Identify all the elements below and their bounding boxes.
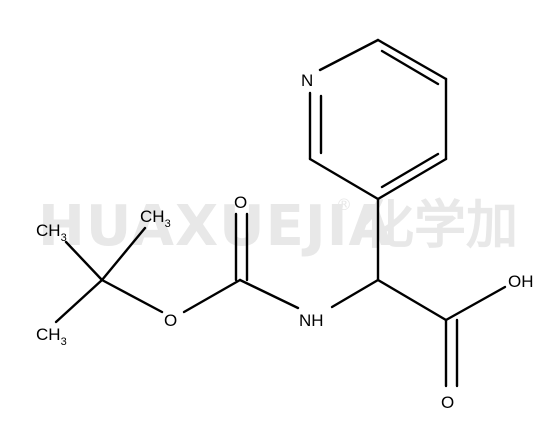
watermark: HUAXUEJIA ® 化学加	[38, 194, 518, 259]
atom-carbonyl-oxygen: O	[234, 193, 247, 212]
watermark-latin-text: HUAXUEJIA	[38, 194, 393, 259]
atom-pyridine-nitrogen: N	[301, 71, 313, 90]
bond-carbamate-to-ester-o	[182, 278, 242, 314]
methyl-left-subscript: 3	[61, 232, 67, 244]
methyl-bottom-base: CH	[36, 325, 61, 344]
watermark-cjk-text: 化学加	[362, 196, 518, 256]
bond-ring-n-c2	[318, 38, 380, 72]
atom-ester-oxygen: O	[164, 311, 177, 330]
atom-amide-nh: NH	[299, 311, 324, 330]
methyl-left-base: CH	[36, 221, 61, 240]
bond-ring-c4-c5-inner	[380, 152, 440, 189]
atom-methyl-bottom: CH3	[36, 325, 67, 348]
methyl-top-subscript: 3	[165, 218, 171, 230]
methyl-bottom-subscript: 3	[61, 336, 67, 348]
bond-nh-to-carbamate-carbon	[238, 278, 300, 310]
atom-labels: N O O NH OH O CH3 CH3 CH3	[36, 71, 534, 412]
atom-carboxyl-oxygen: O	[441, 393, 454, 412]
atom-methyl-left: CH3	[36, 221, 67, 244]
methyl-top-base: CH	[140, 207, 165, 226]
watermark-registered-mark: ®	[336, 195, 352, 214]
atom-carboxyl-oh: OH	[508, 272, 534, 291]
bond-ring-c5-c6	[308, 157, 380, 201]
bond-ester-o-to-quaternary-carbon	[100, 278, 164, 314]
bond-alpha-to-nh	[330, 278, 380, 309]
bond-ring-c2-c3-inner	[380, 49, 440, 86]
bond-carboxyl-to-oh	[444, 285, 507, 322]
bond-lines	[54, 38, 507, 388]
atom-methyl-top: CH3	[140, 207, 171, 230]
bond-quaternary-to-ch3-left	[64, 240, 104, 282]
bond-ring-c2-c3	[376, 38, 448, 81]
bond-quaternary-to-ch3-bottom	[54, 278, 104, 324]
bond-alpha-to-carboxyl-carbon	[376, 278, 448, 322]
bond-quaternary-to-ch3-top	[100, 226, 147, 282]
bond-ring-c4-c5	[376, 157, 448, 201]
